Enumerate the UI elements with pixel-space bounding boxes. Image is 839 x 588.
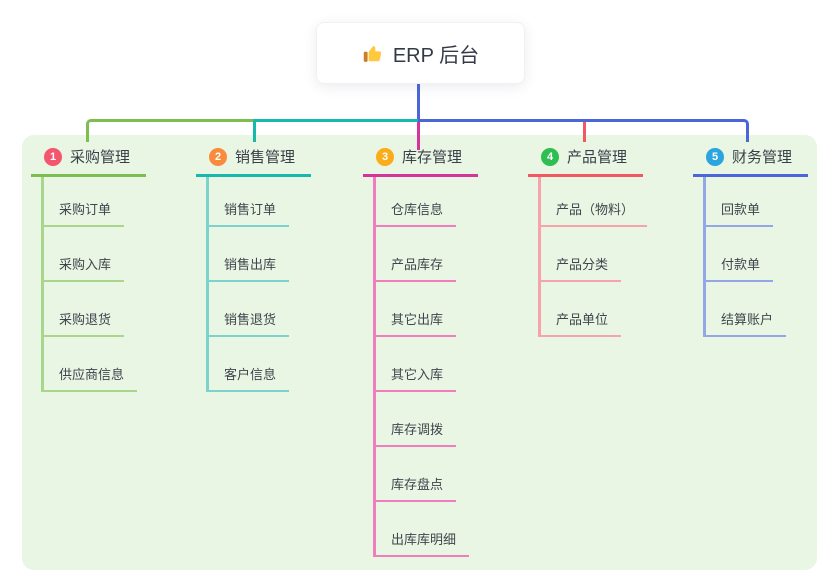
child-node-label: 采购订单 (59, 202, 112, 217)
branch-title-label: 采购管理 (70, 149, 131, 166)
branch-title-node[interactable]: 2 销售管理 (196, 146, 312, 177)
branch-children: 仓库信息产品库存其它出库其它入库库存调拨库存盘点出库库明细 (373, 177, 478, 557)
child-node-label: 产品（物料） (556, 202, 635, 217)
child-node-label: 出库库明细 (391, 532, 457, 547)
child-node-label: 仓库信息 (391, 202, 444, 217)
child-node[interactable]: 库存盘点 (376, 447, 457, 502)
child-node[interactable]: 销售订单 (209, 177, 290, 227)
branch-4: 4 产品管理产品（物料） 产品分类产品单位 (528, 146, 648, 337)
child-node[interactable]: 产品（物料） (541, 177, 648, 227)
child-node[interactable]: 其它入库 (376, 337, 457, 392)
branch-3: 3 库存管理仓库信息产品库存其它出库其它入库库存调拨库存盘点出库库明细 (363, 146, 479, 557)
child-node-label: 销售退货 (224, 312, 277, 327)
child-node[interactable]: 出库库明细 (376, 502, 470, 557)
child-node[interactable]: 产品分类 (541, 227, 622, 282)
connector-branch-5 (418, 119, 749, 142)
connector-branch-1 (86, 119, 253, 142)
child-node-label: 回款单 (721, 202, 761, 217)
child-node[interactable]: 仓库信息 (376, 177, 457, 227)
child-node-label: 销售出库 (224, 257, 277, 272)
branch-title-node[interactable]: 1 采购管理 (31, 146, 147, 177)
root-node[interactable]: ERP 后台 (316, 22, 525, 84)
branch-title-label: 库存管理 (402, 149, 463, 166)
branch-children: 销售订单销售出库销售退货客户信息 (206, 177, 311, 392)
child-node-label: 库存调拨 (391, 422, 444, 437)
branch-5: 5 财务管理回款单付款单结算账户 (693, 146, 809, 337)
branch-title-label: 产品管理 (567, 149, 628, 166)
child-node[interactable]: 采购订单 (44, 177, 125, 227)
branch-number-badge: 3 (376, 147, 394, 166)
child-node[interactable]: 产品库存 (376, 227, 457, 282)
child-node[interactable]: 产品单位 (541, 282, 622, 337)
child-node[interactable]: 其它出库 (376, 282, 457, 337)
connector-branch-3 (417, 122, 420, 150)
branch-children: 产品（物料） 产品分类产品单位 (538, 177, 648, 337)
child-node[interactable]: 客户信息 (209, 337, 290, 392)
child-node-label: 产品单位 (556, 312, 609, 327)
child-node-label: 库存盘点 (391, 477, 444, 492)
root-connector-line (417, 82, 420, 122)
child-node-label: 采购入库 (59, 257, 112, 272)
child-node[interactable]: 销售退货 (209, 282, 290, 337)
child-node-label: 其它出库 (391, 312, 444, 327)
branches-panel (22, 135, 817, 570)
branch-children: 采购订单采购入库采购退货供应商信息 (41, 177, 146, 392)
child-node-label: 客户信息 (224, 367, 277, 382)
connector-branch-4 (583, 122, 586, 142)
child-node[interactable]: 采购入库 (44, 227, 125, 282)
child-node[interactable]: 库存调拨 (376, 392, 457, 447)
child-node-label: 采购退货 (59, 312, 112, 327)
branch-title-node[interactable]: 4 产品管理 (528, 146, 644, 177)
branch-number-badge: 1 (44, 147, 62, 166)
child-node-label: 产品分类 (556, 257, 609, 272)
branch-title-label: 销售管理 (235, 149, 296, 166)
branch-number-badge: 4 (541, 147, 559, 166)
child-node-label: 其它入库 (391, 367, 444, 382)
thumbs-up-icon (362, 43, 383, 64)
child-node[interactable]: 回款单 (706, 177, 774, 227)
child-node-label: 销售订单 (224, 202, 277, 217)
child-node[interactable]: 销售出库 (209, 227, 290, 282)
connector-branch-2 (253, 119, 418, 142)
child-node[interactable]: 结算账户 (706, 282, 787, 337)
child-node[interactable]: 付款单 (706, 227, 774, 282)
branch-number-badge: 5 (706, 147, 724, 166)
branch-title-node[interactable]: 5 财务管理 (693, 146, 809, 177)
child-node[interactable]: 供应商信息 (44, 337, 138, 392)
child-node-label: 付款单 (721, 257, 761, 272)
child-node-label: 供应商信息 (59, 367, 125, 382)
branch-number-badge: 2 (209, 147, 227, 166)
root-label: ERP 后台 (392, 44, 480, 67)
child-node-label: 结算账户 (721, 312, 774, 327)
branch-2: 2 销售管理销售订单销售出库销售退货客户信息 (196, 146, 312, 392)
child-node[interactable]: 采购退货 (44, 282, 125, 337)
branch-children: 回款单付款单结算账户 (703, 177, 808, 337)
branch-title-node[interactable]: 3 库存管理 (363, 146, 479, 177)
branch-1: 1 采购管理采购订单采购入库采购退货供应商信息 (31, 146, 147, 392)
child-node-label: 产品库存 (391, 257, 444, 272)
branch-title-label: 财务管理 (732, 149, 793, 166)
